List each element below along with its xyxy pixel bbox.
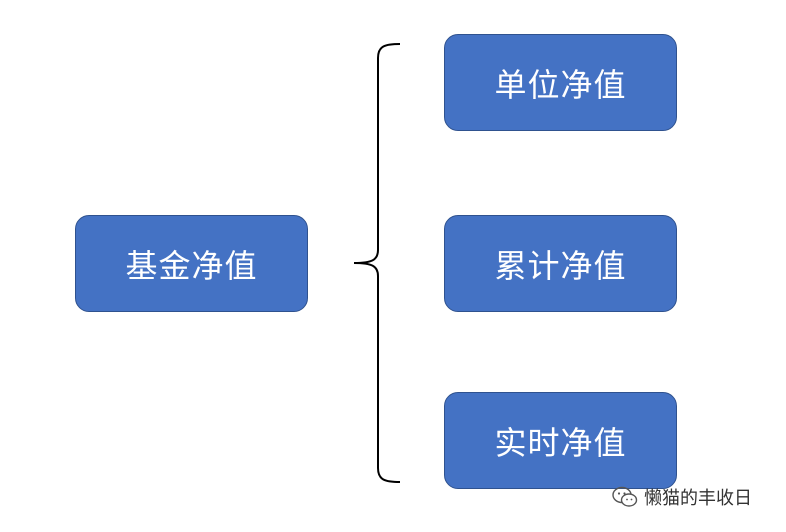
watermark: 懒猫的丰收日 bbox=[612, 484, 752, 510]
child-node-accumulated-nav: 累计净值 bbox=[444, 215, 677, 312]
child-node-unit-nav: 单位净值 bbox=[444, 34, 677, 131]
child-node-label: 累计净值 bbox=[494, 246, 627, 285]
child-node-label: 单位净值 bbox=[494, 65, 627, 104]
watermark-text: 懒猫的丰收日 bbox=[644, 488, 752, 509]
wechat-icon bbox=[612, 486, 638, 507]
child-node-label: 实时净值 bbox=[494, 423, 627, 462]
root-node-label: 基金净值 bbox=[125, 246, 258, 285]
root-node-fund-nav: 基金净值 bbox=[75, 215, 308, 312]
child-node-realtime-nav: 实时净值 bbox=[444, 392, 677, 489]
